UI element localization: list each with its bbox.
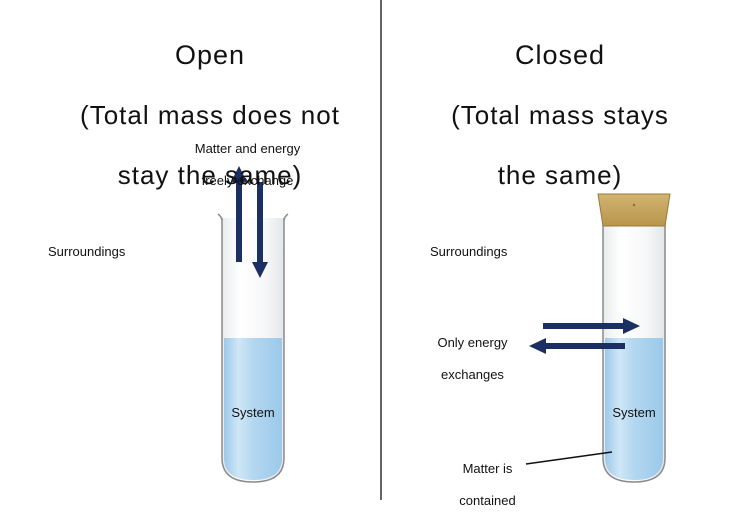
closed-title: Closed — [514, 40, 606, 70]
closed-arrows-label-line2: exchanges — [441, 367, 504, 382]
open-surroundings-label: Surroundings — [48, 244, 126, 259]
closed-surroundings-label: Surroundings — [430, 244, 508, 259]
closed-arrow-right — [543, 318, 640, 334]
closed-subtitle-line2: the same) — [497, 160, 623, 190]
closed-arrows-label: Only energy exchanges — [425, 319, 520, 399]
cork-stopper — [597, 193, 671, 227]
closed-arrow-left — [529, 338, 625, 354]
open-arrows-label-line1: Matter and energy — [194, 141, 301, 156]
closed-liquid — [605, 338, 663, 480]
closed-subtitle-line1: (Total mass stays — [451, 100, 669, 130]
closed-arrows-label-line1: Only energy — [437, 335, 508, 350]
open-subtitle-line1: (Total mass does not — [80, 100, 340, 130]
closed-contained-line2: contained — [459, 493, 516, 508]
open-subtitle-line2: stay the same) — [117, 160, 303, 190]
systems-diagram: Open (Total mass does not stay the same)… — [20, 0, 750, 508]
contained-pointer-line — [525, 451, 613, 465]
open-liquid — [224, 338, 282, 480]
open-arrows-label: Matter and energy freely exchange — [175, 125, 320, 205]
closed-contained-label: Matter is contained — [440, 445, 535, 525]
open-system-label: System — [231, 405, 275, 420]
open-arrow-down — [252, 182, 268, 278]
open-title: Open — [174, 40, 246, 70]
closed-system-label: System — [612, 405, 656, 420]
closed-heading: Closed (Total mass stays the same) — [370, 10, 750, 220]
closed-contained-line1: Matter is — [462, 461, 513, 476]
diagram-graphics — [217, 0, 671, 500]
open-arrow-up — [231, 166, 247, 262]
open-test-tube — [217, 213, 289, 483]
closed-test-tube — [602, 218, 666, 483]
open-arrows-label-line2: freely exchange — [201, 173, 294, 188]
open-heading: Open (Total mass does not stay the same) — [20, 10, 400, 220]
